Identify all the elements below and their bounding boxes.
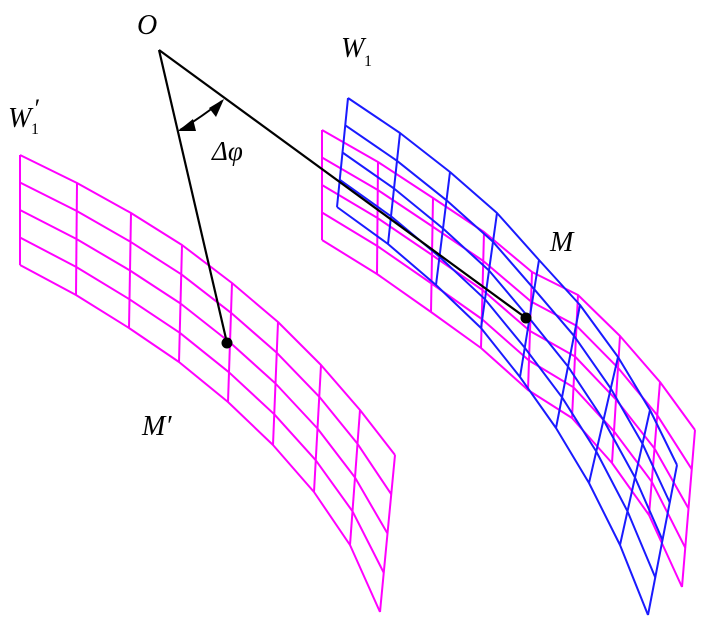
grid-row-line [19,236,385,574]
label-m: M [549,227,575,258]
grid-row-line [19,181,393,495]
label-m-prime: M′ [141,411,172,442]
grid-row-line [19,154,396,456]
label-origin: O [137,10,157,41]
label-w1p-prime: ′ [33,94,39,123]
label-delta-phi: Δφ [211,136,243,166]
label-w1p-sub: 1 [31,121,39,138]
grid-row-line [336,206,649,616]
grid-w1-prime [19,154,396,613]
grid-row-line [19,264,381,613]
grid-row-line [347,97,678,466]
label-w1-sub: 1 [364,53,372,70]
grid-row-line [339,178,657,578]
point-m-prime [221,337,233,349]
point-m [520,312,532,324]
grid-row-line [344,124,671,503]
label-w1-main: W [341,33,367,64]
grid-row-line [321,211,687,549]
grid-row-line [321,184,690,509]
line-o-to-m [158,49,527,319]
label-w1p-main: W [8,103,34,134]
angle-arrow-icon [178,99,224,131]
line-o-to-m-prime [157,49,229,344]
